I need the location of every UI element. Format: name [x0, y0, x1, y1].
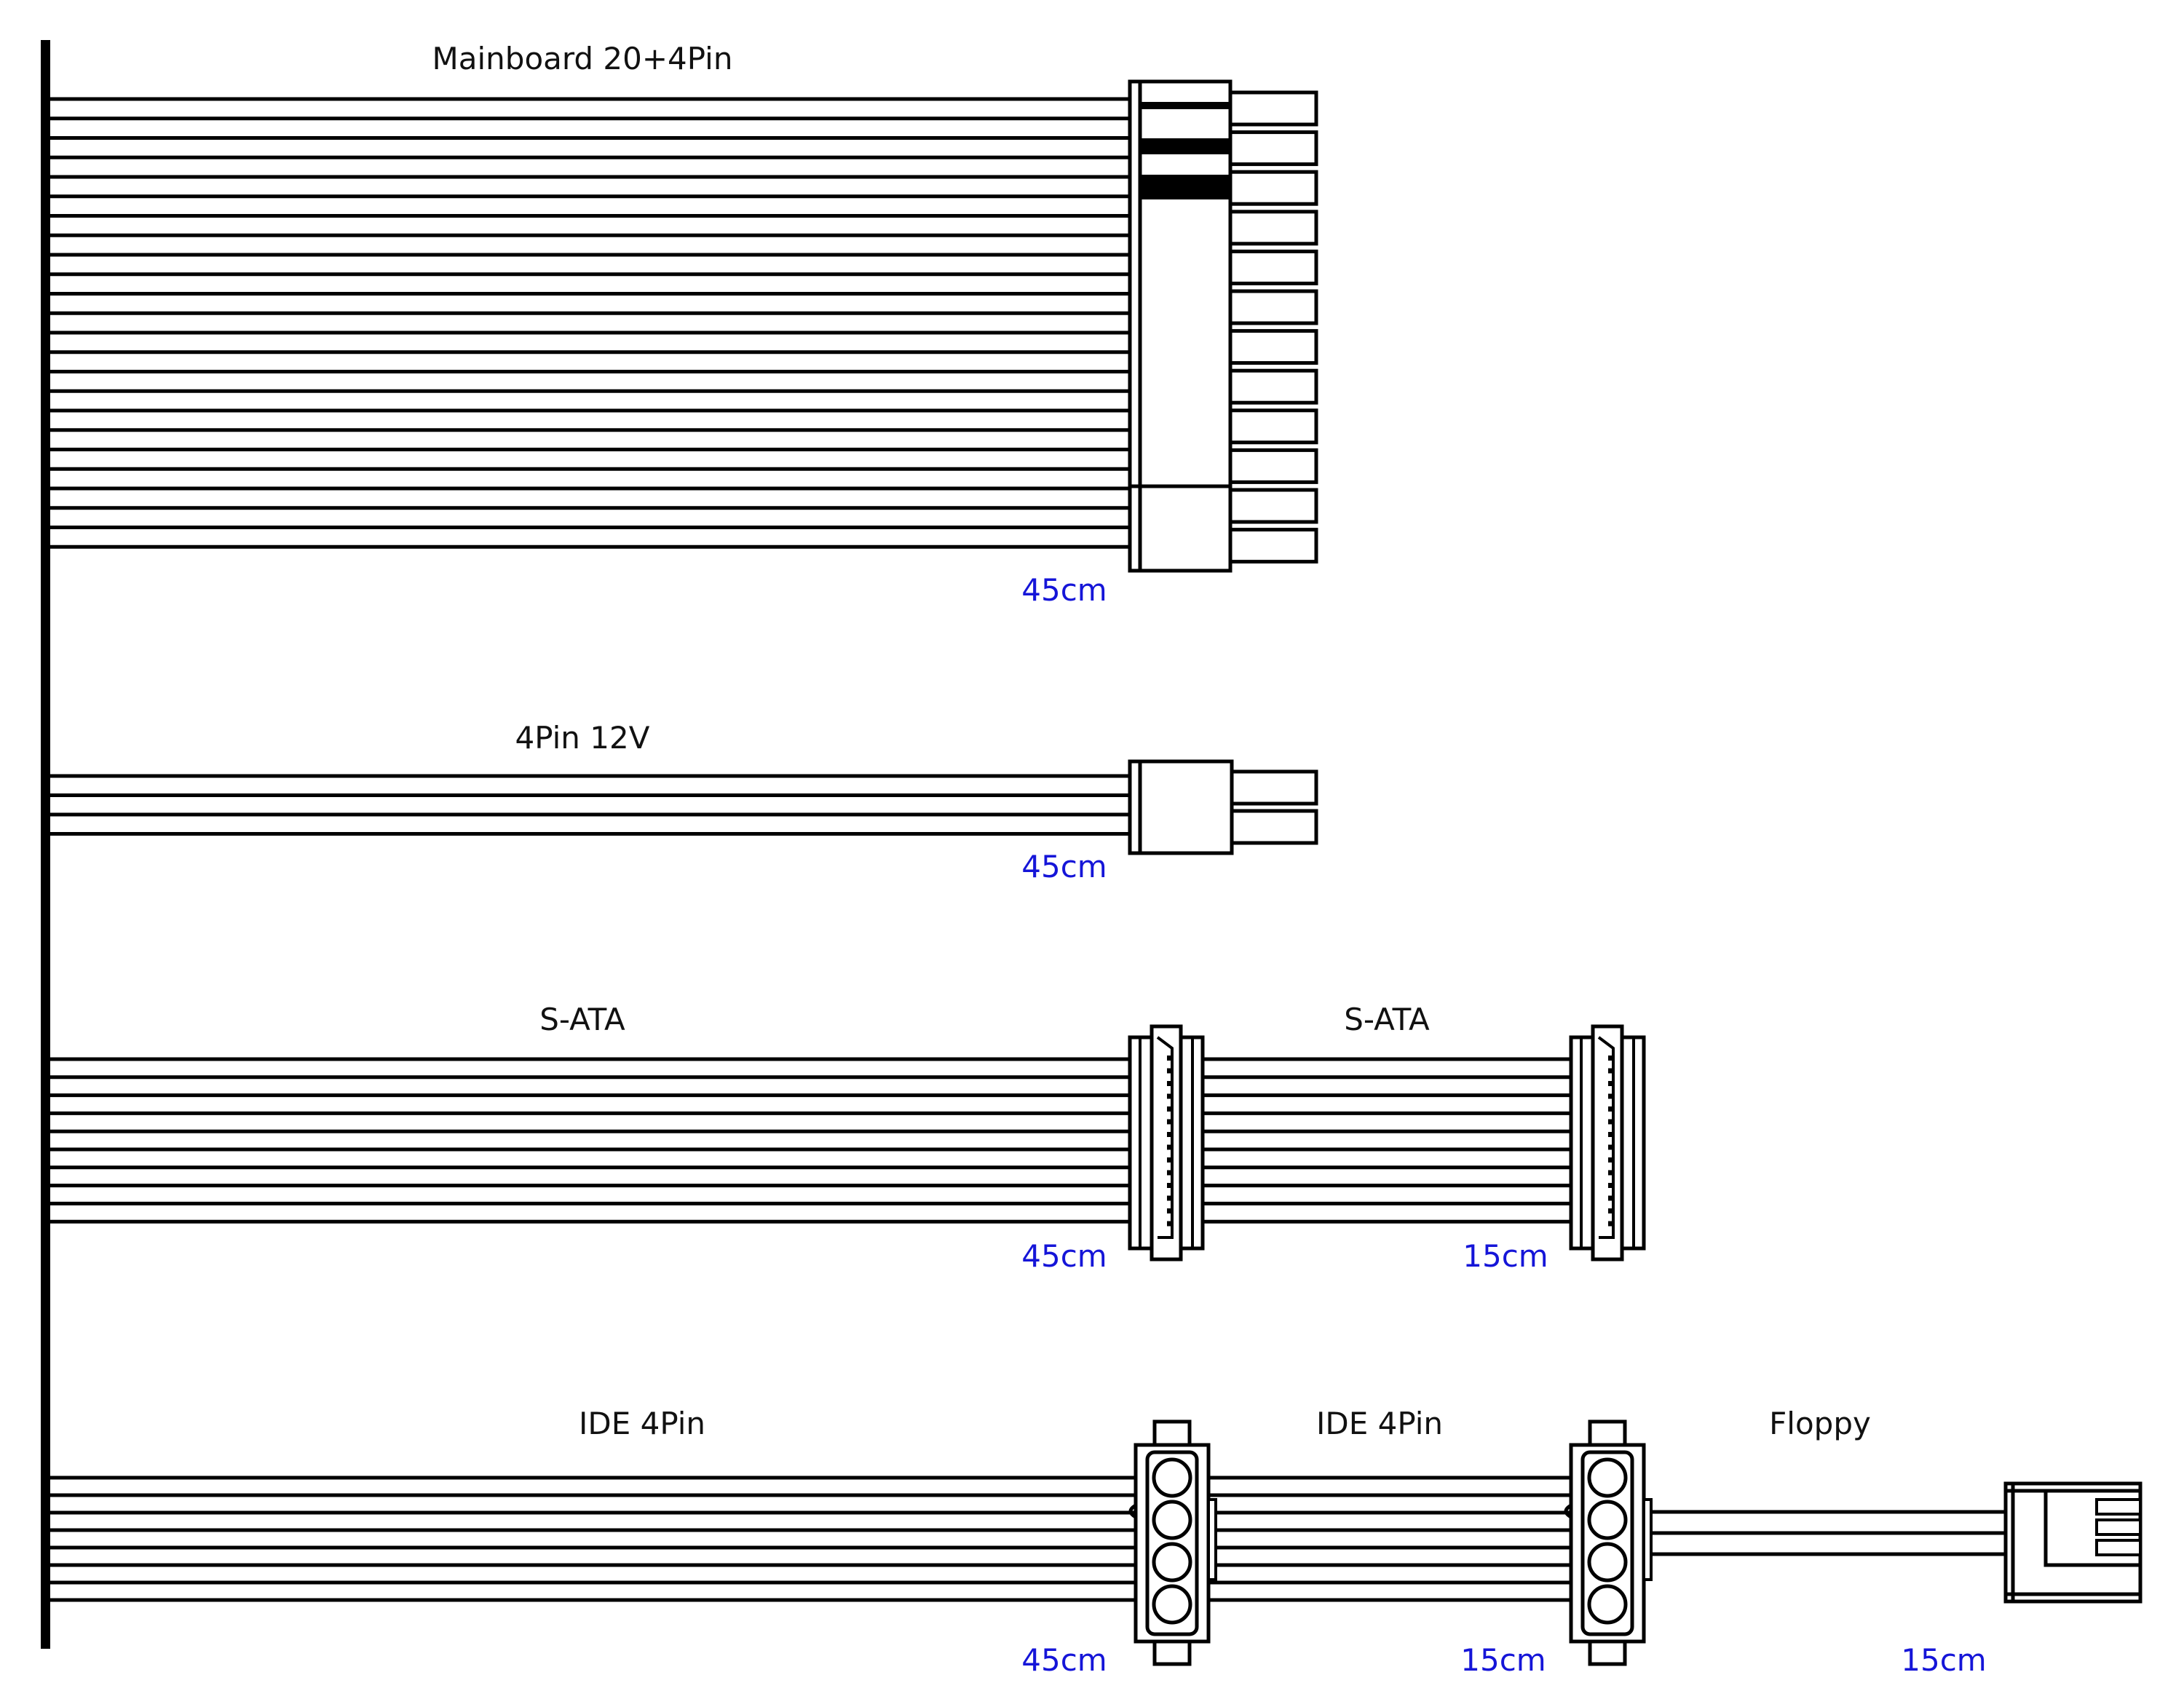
- atx-pin-latch: [1228, 289, 1318, 325]
- molex-side-clip: [1642, 1498, 1653, 1581]
- atx-pin-latch: [1228, 249, 1318, 285]
- molex-top-tab: [1588, 1419, 1627, 1449]
- molex-pin: [1587, 1457, 1628, 1498]
- atx-4pin-12v-connector: [1128, 759, 1318, 855]
- sata-label-1: S-ATA: [539, 1002, 625, 1037]
- sata-contact: [1608, 1144, 1613, 1150]
- ide-length-label-2: 15cm: [1460, 1642, 1546, 1678]
- sata-contact: [1608, 1170, 1613, 1176]
- sata-wire-bundle: [50, 1057, 1571, 1224]
- atx-pin-latch: [1228, 329, 1318, 365]
- ide-wire-bundle: [50, 1476, 2006, 1602]
- atx-pin-latch: [1228, 408, 1318, 445]
- sata-contact: [1608, 1195, 1613, 1201]
- mainboard-cable: Mainboard 20+4Pin 45cm: [50, 41, 1318, 608]
- atx-24pin-connector: [1128, 79, 1318, 573]
- atx-pin-latch: [1228, 210, 1318, 246]
- sata-contact: [1167, 1106, 1172, 1112]
- floppy-connector: [2003, 1481, 2143, 1604]
- sata-contact: [1608, 1132, 1613, 1137]
- sata-contact: [1608, 1221, 1613, 1227]
- atx-24pin-latches: [1228, 90, 1318, 564]
- sata-contact: [1167, 1183, 1172, 1188]
- ide-label-2: IDE 4Pin: [1316, 1406, 1443, 1441]
- sata-connector-1: [1128, 1024, 1205, 1262]
- sata-contact: [1167, 1081, 1172, 1086]
- sata-contact: [1167, 1093, 1172, 1099]
- floppy-length-label: 15cm: [1901, 1642, 1986, 1678]
- cpu-12v-length-label: 45cm: [1021, 849, 1107, 884]
- sata-contact: [1608, 1106, 1613, 1112]
- sata-contact: [1167, 1132, 1172, 1137]
- ide-cable: IDE 4Pin IDE 4Pin Floppy 45cm 15cm 15cm: [50, 1406, 2143, 1678]
- sata-contact: [1167, 1119, 1172, 1125]
- sata-contact: [1167, 1170, 1172, 1176]
- sata-length-label-1: 45cm: [1021, 1238, 1107, 1274]
- sata-slot: [1156, 1036, 1174, 1239]
- molex-pin: [1152, 1584, 1192, 1625]
- molex-pin: [1152, 1500, 1192, 1540]
- atx-pin-latch: [1228, 528, 1318, 564]
- sata-contact: [1608, 1093, 1613, 1099]
- ide-label-1: IDE 4Pin: [579, 1406, 705, 1441]
- atx-pin-latch: [1228, 488, 1318, 524]
- molex-pin: [1152, 1542, 1192, 1583]
- atx-pin-latch: [1228, 130, 1318, 167]
- sata-cable: S-ATA S-ATA 45cm 15cm: [50, 1002, 1646, 1274]
- sata-contact: [1167, 1208, 1172, 1213]
- sata-contact: [1608, 1068, 1613, 1074]
- mainboard-wire-bundle: [50, 97, 1130, 549]
- mainboard-cable-label: Mainboard 20+4Pin: [432, 41, 733, 76]
- molex-bottom-tab: [1588, 1637, 1627, 1666]
- sata-contact: [1608, 1119, 1613, 1125]
- cpu-12v-cable: 4Pin 12V 45cm: [50, 720, 1318, 884]
- molex-side-clip: [1207, 1498, 1217, 1581]
- atx-pin-latch: [1228, 90, 1318, 127]
- atx-pin-latch: [1228, 170, 1318, 206]
- molex-connector-2: [1564, 1419, 1653, 1666]
- molex-hook: [1128, 1503, 1137, 1519]
- molex-hook: [1564, 1503, 1572, 1519]
- molex-pin: [1587, 1500, 1628, 1540]
- sata-contact: [1608, 1208, 1613, 1213]
- sata-slot: [1597, 1036, 1615, 1239]
- atx-pin-latch: [1228, 448, 1318, 484]
- sata-contact: [1167, 1157, 1172, 1163]
- sata-housing: [1591, 1024, 1624, 1262]
- mainboard-length-label: 45cm: [1021, 572, 1107, 608]
- ide-length-label-1: 45cm: [1021, 1642, 1107, 1678]
- psu-trunk-bar: [41, 40, 50, 1649]
- atx-pin-latch: [1228, 368, 1318, 405]
- sata-contact: [1608, 1183, 1613, 1188]
- sata-length-label-2: 15cm: [1463, 1238, 1548, 1274]
- sata-contact: [1167, 1221, 1172, 1227]
- sata-contact: [1167, 1144, 1172, 1150]
- molex-connector-1: [1128, 1419, 1217, 1666]
- sata-housing: [1150, 1024, 1183, 1262]
- cpu-12v-wire-bundle: [50, 774, 1130, 836]
- molex-top-tab: [1152, 1419, 1192, 1449]
- sata-contact: [1167, 1195, 1172, 1201]
- sata-contact: [1167, 1056, 1172, 1061]
- molex-pin: [1587, 1584, 1628, 1625]
- sata-connector-2: [1569, 1024, 1646, 1262]
- sata-contact: [1167, 1068, 1172, 1074]
- sata-label-2: S-ATA: [1344, 1002, 1430, 1037]
- floppy-label: Floppy: [1769, 1406, 1871, 1441]
- sata-contact: [1608, 1056, 1613, 1061]
- molex-pin: [1587, 1542, 1628, 1583]
- molex-bottom-tab: [1152, 1637, 1192, 1666]
- sata-contact: [1608, 1081, 1613, 1086]
- molex-pin: [1152, 1457, 1192, 1498]
- cpu-12v-cable-label: 4Pin 12V: [515, 720, 650, 756]
- sata-contact: [1608, 1157, 1613, 1163]
